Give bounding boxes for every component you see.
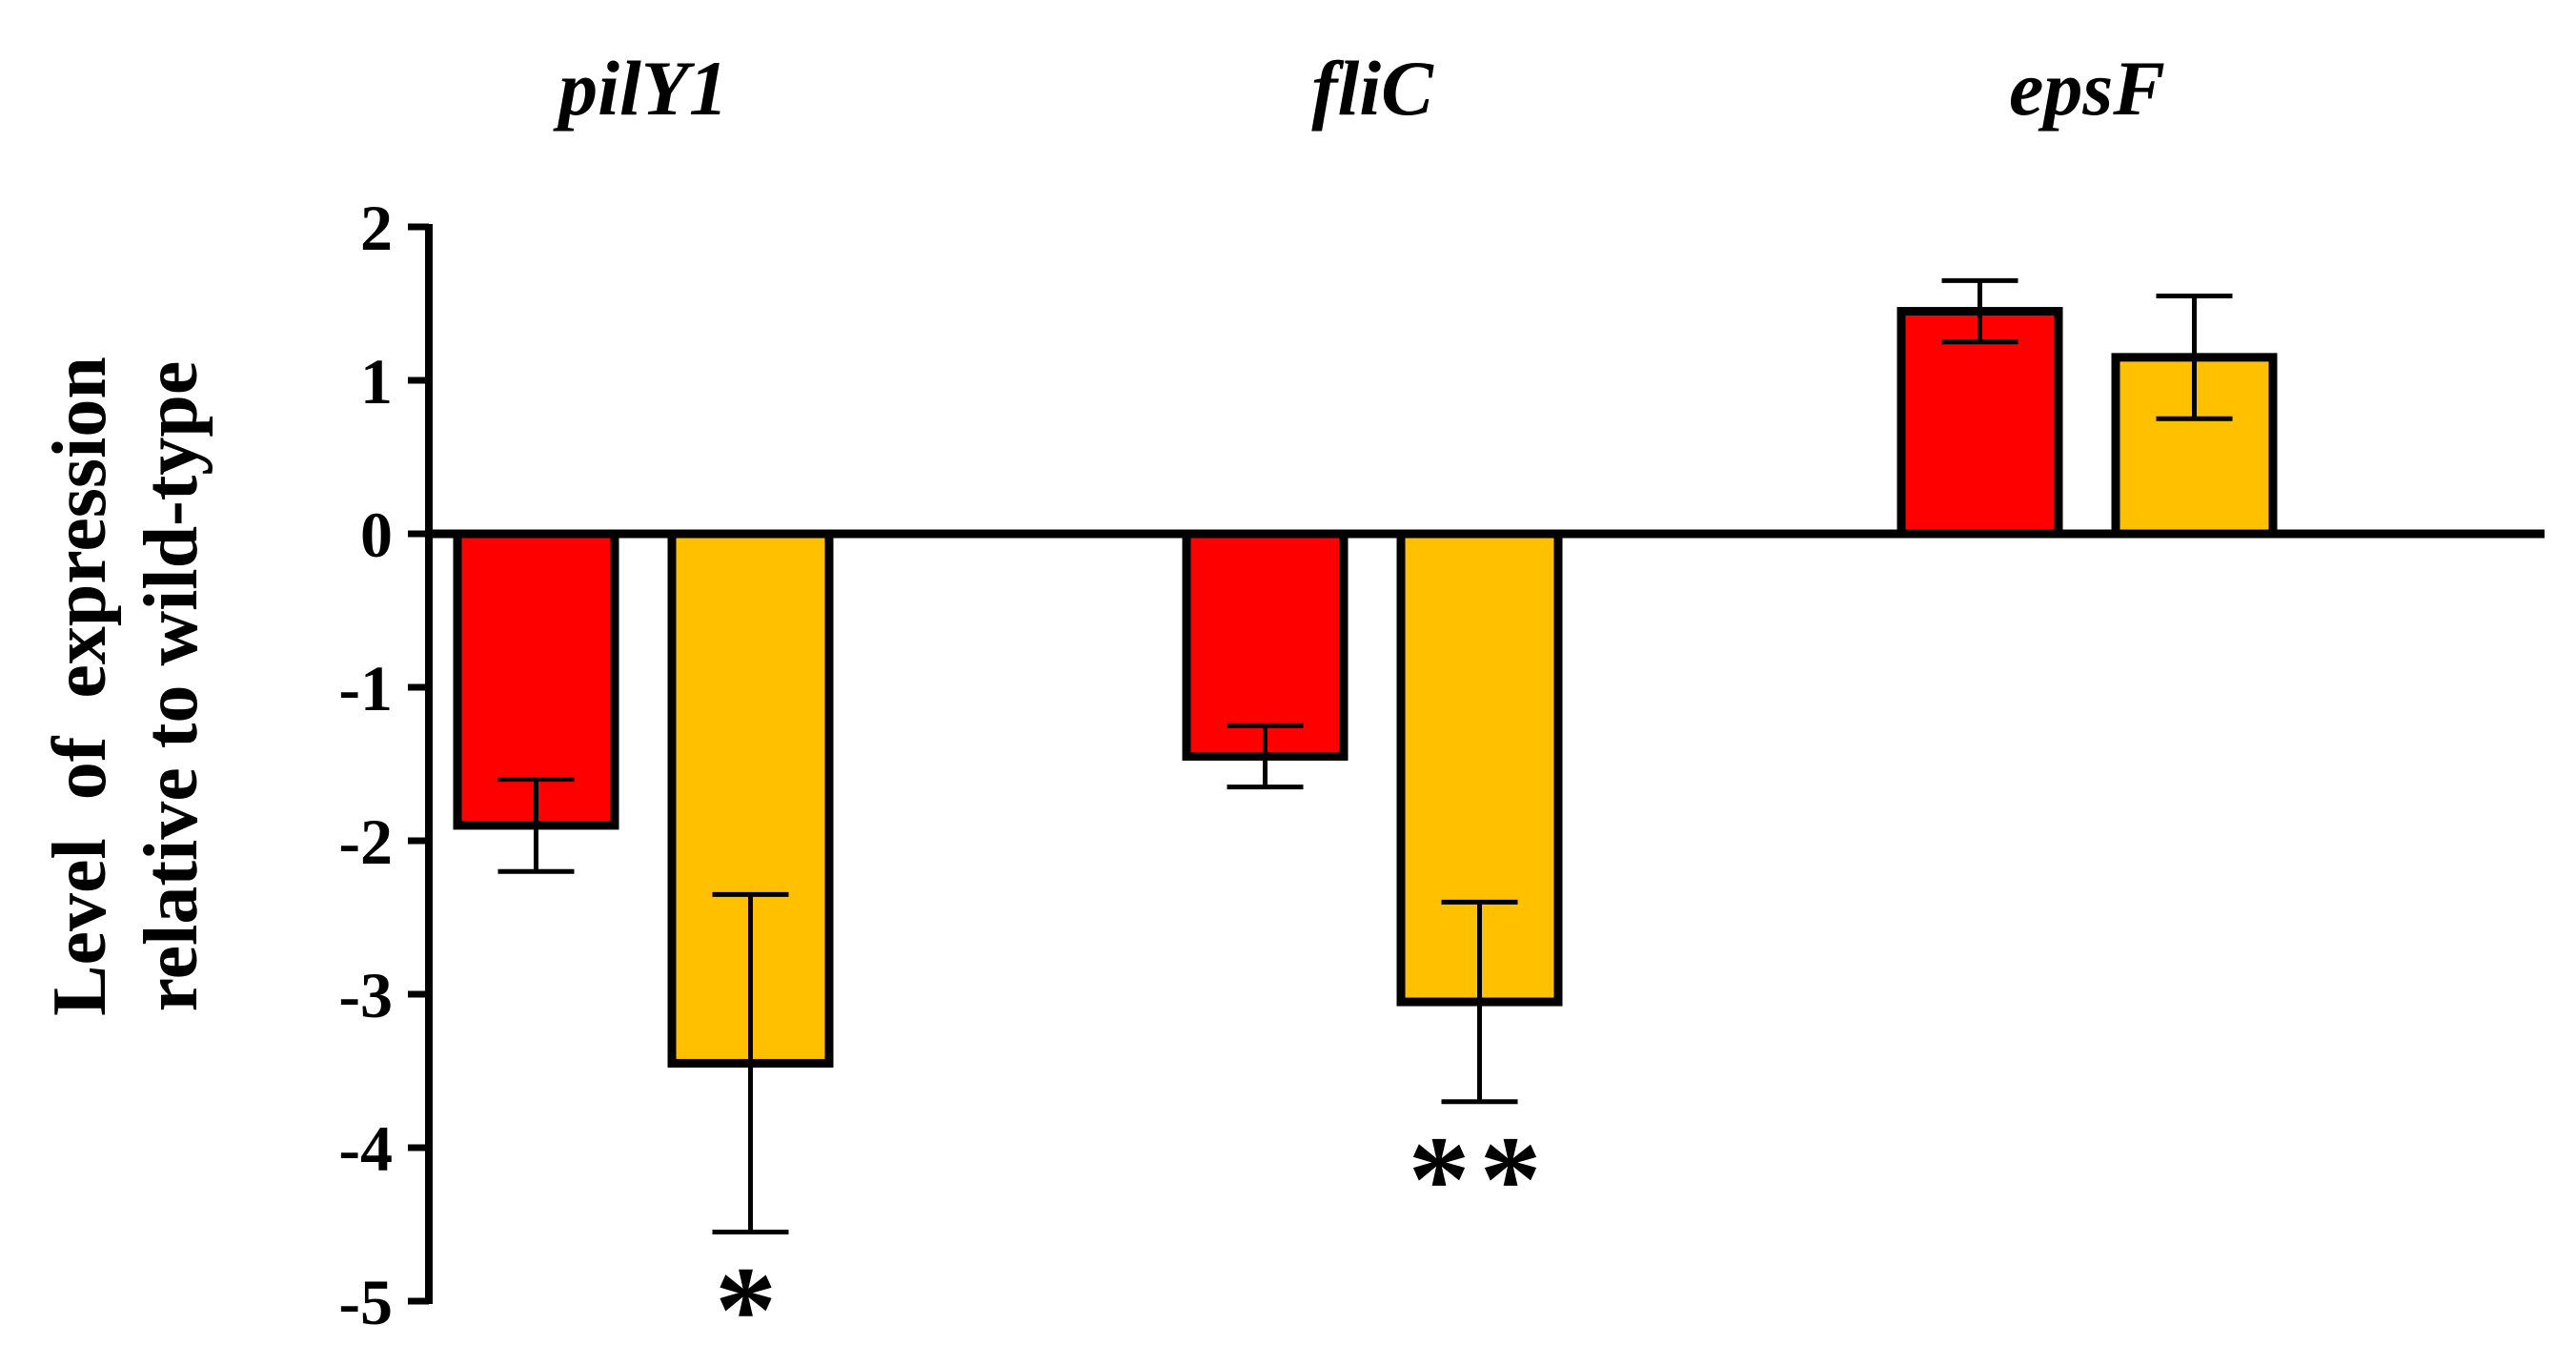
y-tick-label: 0 [360, 499, 393, 571]
y-axis-label-line-1: Level of expression [38, 357, 122, 1016]
significance-marker: ** [1409, 1111, 1552, 1249]
y-tick-label: 2 [360, 192, 393, 264]
y-tick-label: -1 [338, 652, 393, 724]
y-tick-label: -3 [338, 959, 393, 1031]
bar [1182, 529, 1349, 761]
significance-marker: * [715, 1242, 786, 1345]
y-tick-label: -5 [338, 1266, 393, 1338]
category-label: epsF [2009, 45, 2165, 132]
y-tick-label: 1 [360, 345, 393, 418]
category-label: fliC [1311, 45, 1434, 132]
bar [1897, 307, 2063, 539]
y-axis-label: Level of expression relative to wild-typ… [38, 357, 213, 1016]
category-label: pilY1 [553, 45, 728, 132]
y-tick-label: -4 [338, 1112, 393, 1185]
y-axis-label-line-2: relative to wild-type [130, 361, 213, 1012]
y-tick-label: -2 [338, 805, 393, 878]
